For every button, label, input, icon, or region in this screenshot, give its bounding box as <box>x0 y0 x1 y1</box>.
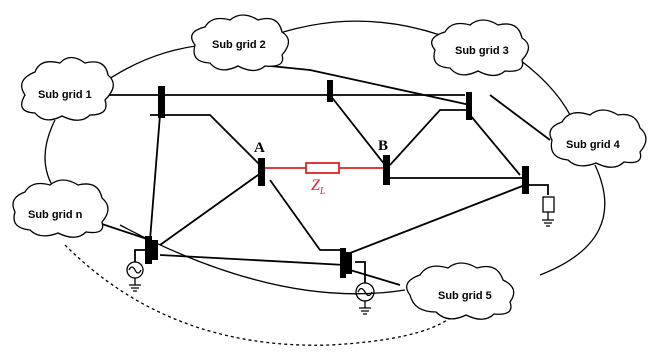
subgrid-3-label: Sub grid 3 <box>455 45 509 57</box>
bus-subgrid-5-inner <box>346 252 352 274</box>
cloud-subgrid-4: Sub grid 4 <box>549 109 647 168</box>
ring-g4-g5 <box>539 164 606 276</box>
generator-icon-2 <box>355 282 375 315</box>
bus-subgrid-n-inner <box>152 240 158 260</box>
ring-g3-g4 <box>519 59 576 126</box>
subgrid-2-label: Sub grid 2 <box>212 39 266 51</box>
ring-g1-g2 <box>99 44 206 86</box>
cloud-subgrid-3: Sub grid 3 <box>431 19 530 77</box>
transmission-lines <box>89 64 551 286</box>
bus-node-a <box>258 158 265 186</box>
impedance-symbol: Z <box>311 177 321 194</box>
generator-icon <box>126 261 144 292</box>
subgrid-5-label: Sub grid 5 <box>438 290 492 302</box>
line-a-b <box>265 162 385 174</box>
impedance-subscript: L <box>319 186 326 197</box>
impedance-label: ZL <box>311 177 326 197</box>
bus-subgrid-1 <box>158 86 165 118</box>
load-icon <box>542 196 555 227</box>
subgrid-n-label: Sub grid n <box>28 209 83 221</box>
node-a-label: A <box>254 140 265 156</box>
subgrid-1-label: Sub grid 1 <box>38 89 92 101</box>
bus-node-b <box>383 155 390 185</box>
bus-top-middle <box>327 80 333 102</box>
cloud-subgrid-5: Sub grid 5 <box>406 262 515 320</box>
bus-subgrid-4 <box>522 166 529 194</box>
bus-subgrid-5 <box>340 248 346 278</box>
cloud-subgrid-n: Sub grid n <box>12 179 109 238</box>
bus-subgrid-n <box>145 236 152 264</box>
impedance-resistor <box>305 162 340 174</box>
cloud-subgrid-1: Sub grid 1 <box>21 56 114 121</box>
bus-bars <box>145 80 529 278</box>
ring-gn-g5-dashed <box>64 244 451 346</box>
node-b-label: B <box>378 138 388 154</box>
ring-g1-gn <box>44 119 56 191</box>
bus-subgrid-3 <box>466 92 472 120</box>
cloud-subgrid-2: Sub grid 2 <box>191 14 290 72</box>
subgrid-4-label: Sub grid 4 <box>566 139 621 151</box>
